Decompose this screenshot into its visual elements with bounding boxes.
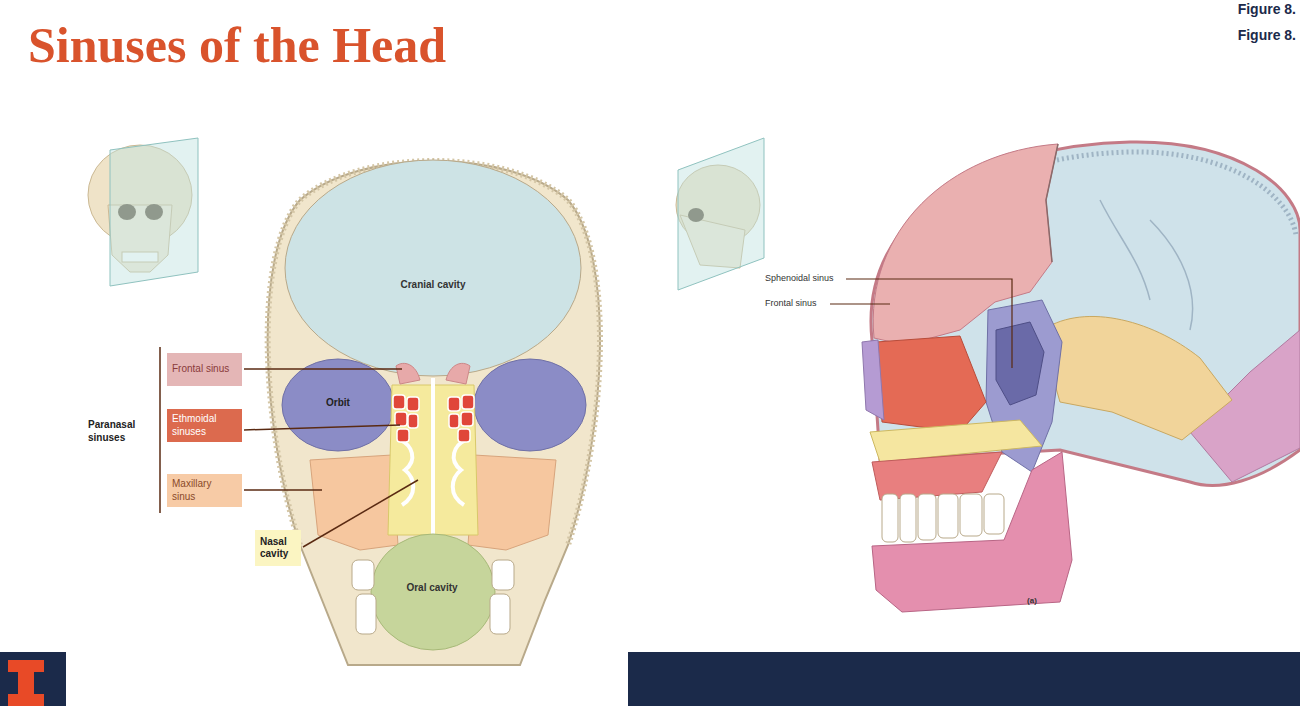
illustration-part [244, 425, 400, 430]
illustration-part [110, 138, 198, 286]
illustration-part [407, 397, 419, 411]
illustration-part [938, 494, 958, 538]
illustration-part [492, 560, 514, 590]
illustration-part [474, 359, 586, 451]
illustration-part [395, 412, 407, 426]
sinus-label-box: Frontal sinus [167, 353, 242, 386]
illustration-part [872, 452, 1072, 612]
group-label: Paranasal sinuses [88, 418, 154, 444]
illustration-part [996, 322, 1044, 405]
illustration-part [393, 395, 474, 442]
figure-number: Figure 8. [1238, 26, 1296, 44]
illustration-part [871, 142, 1300, 486]
illustration-part [0, 652, 66, 706]
illustration-part [462, 395, 474, 409]
box-text: Nasal cavity [260, 536, 296, 561]
illustration-part [356, 594, 376, 634]
part-label: Frontal sinus [765, 298, 817, 310]
illustration-part [876, 336, 986, 432]
box-text: Maxillary sinus [172, 478, 237, 503]
illustration-part [282, 359, 394, 451]
illustration-part [268, 161, 600, 665]
sinus-label-box: Maxillary sinus [167, 474, 242, 507]
sinus-label-box: Ethmoidal sinuses [167, 409, 242, 442]
region-label: Cranial cavity [400, 278, 465, 291]
illustration-part [8, 660, 44, 706]
illustration-part [159, 347, 161, 513]
illustration-part [446, 363, 470, 384]
box-text-group: Maxillary sinus [172, 478, 237, 503]
panel-letter: (a) [1027, 596, 1037, 606]
illustration-part [461, 412, 473, 426]
lateral-skull [862, 142, 1300, 612]
illustration-part [1100, 200, 1193, 330]
illustration-part [830, 303, 890, 304]
illustration-part [244, 489, 322, 491]
thumbnail-skull [88, 138, 198, 286]
illustration-part [408, 414, 418, 428]
illustration-part [1040, 316, 1232, 440]
illustration-part [918, 494, 936, 540]
illustration-part [371, 534, 495, 650]
illustration-part [303, 480, 418, 547]
part-label: Sphenoidal sinus [765, 273, 834, 285]
illustration-part [846, 279, 1012, 368]
illustration-part [285, 160, 581, 376]
box-text-group: Frontal sinus [172, 363, 229, 376]
box-text: Frontal sinus [172, 363, 229, 376]
illustration-part [244, 368, 402, 370]
illustration-part [862, 340, 884, 420]
box-text-group: Nasal cavity [260, 536, 296, 561]
box-text-group: Ethmoidal sinuses [172, 413, 237, 438]
coronal-skull [268, 160, 600, 665]
leader-lines [160, 347, 418, 547]
illustration-part [431, 378, 435, 535]
illustration-part [882, 494, 1004, 542]
figure-number: Figure 8. [1238, 0, 1296, 18]
illustration-part [453, 440, 466, 505]
region-label: Oral cavity [406, 581, 457, 594]
cavity-label-box: Nasal cavity [255, 530, 301, 566]
illustration-part [900, 494, 916, 542]
illustration-part [1046, 144, 1058, 262]
leader-lines [830, 279, 1012, 368]
illustration-part [882, 494, 898, 542]
illustration-part [628, 652, 1300, 706]
illustration-part [352, 560, 374, 590]
illustration-part [678, 138, 764, 290]
illustration-part [400, 440, 413, 505]
illustration-part [448, 397, 460, 411]
illustration-part [393, 395, 405, 409]
illustration-part [960, 494, 982, 536]
illustration-part [396, 363, 420, 384]
region-label: Orbit [326, 396, 350, 409]
illustration-part [458, 429, 470, 442]
page-title: Sinuses of the Head [28, 16, 446, 74]
illustration-part [984, 494, 1004, 534]
illustration-part [352, 560, 514, 634]
illustration-part [449, 414, 459, 428]
box-text: Ethmoidal sinuses [172, 413, 237, 438]
illustration-part [490, 594, 510, 634]
illustration-part [397, 429, 409, 442]
thumbnail-skull-lateral [676, 138, 764, 290]
illustration-part [872, 452, 1002, 500]
illustration-part [468, 455, 556, 550]
